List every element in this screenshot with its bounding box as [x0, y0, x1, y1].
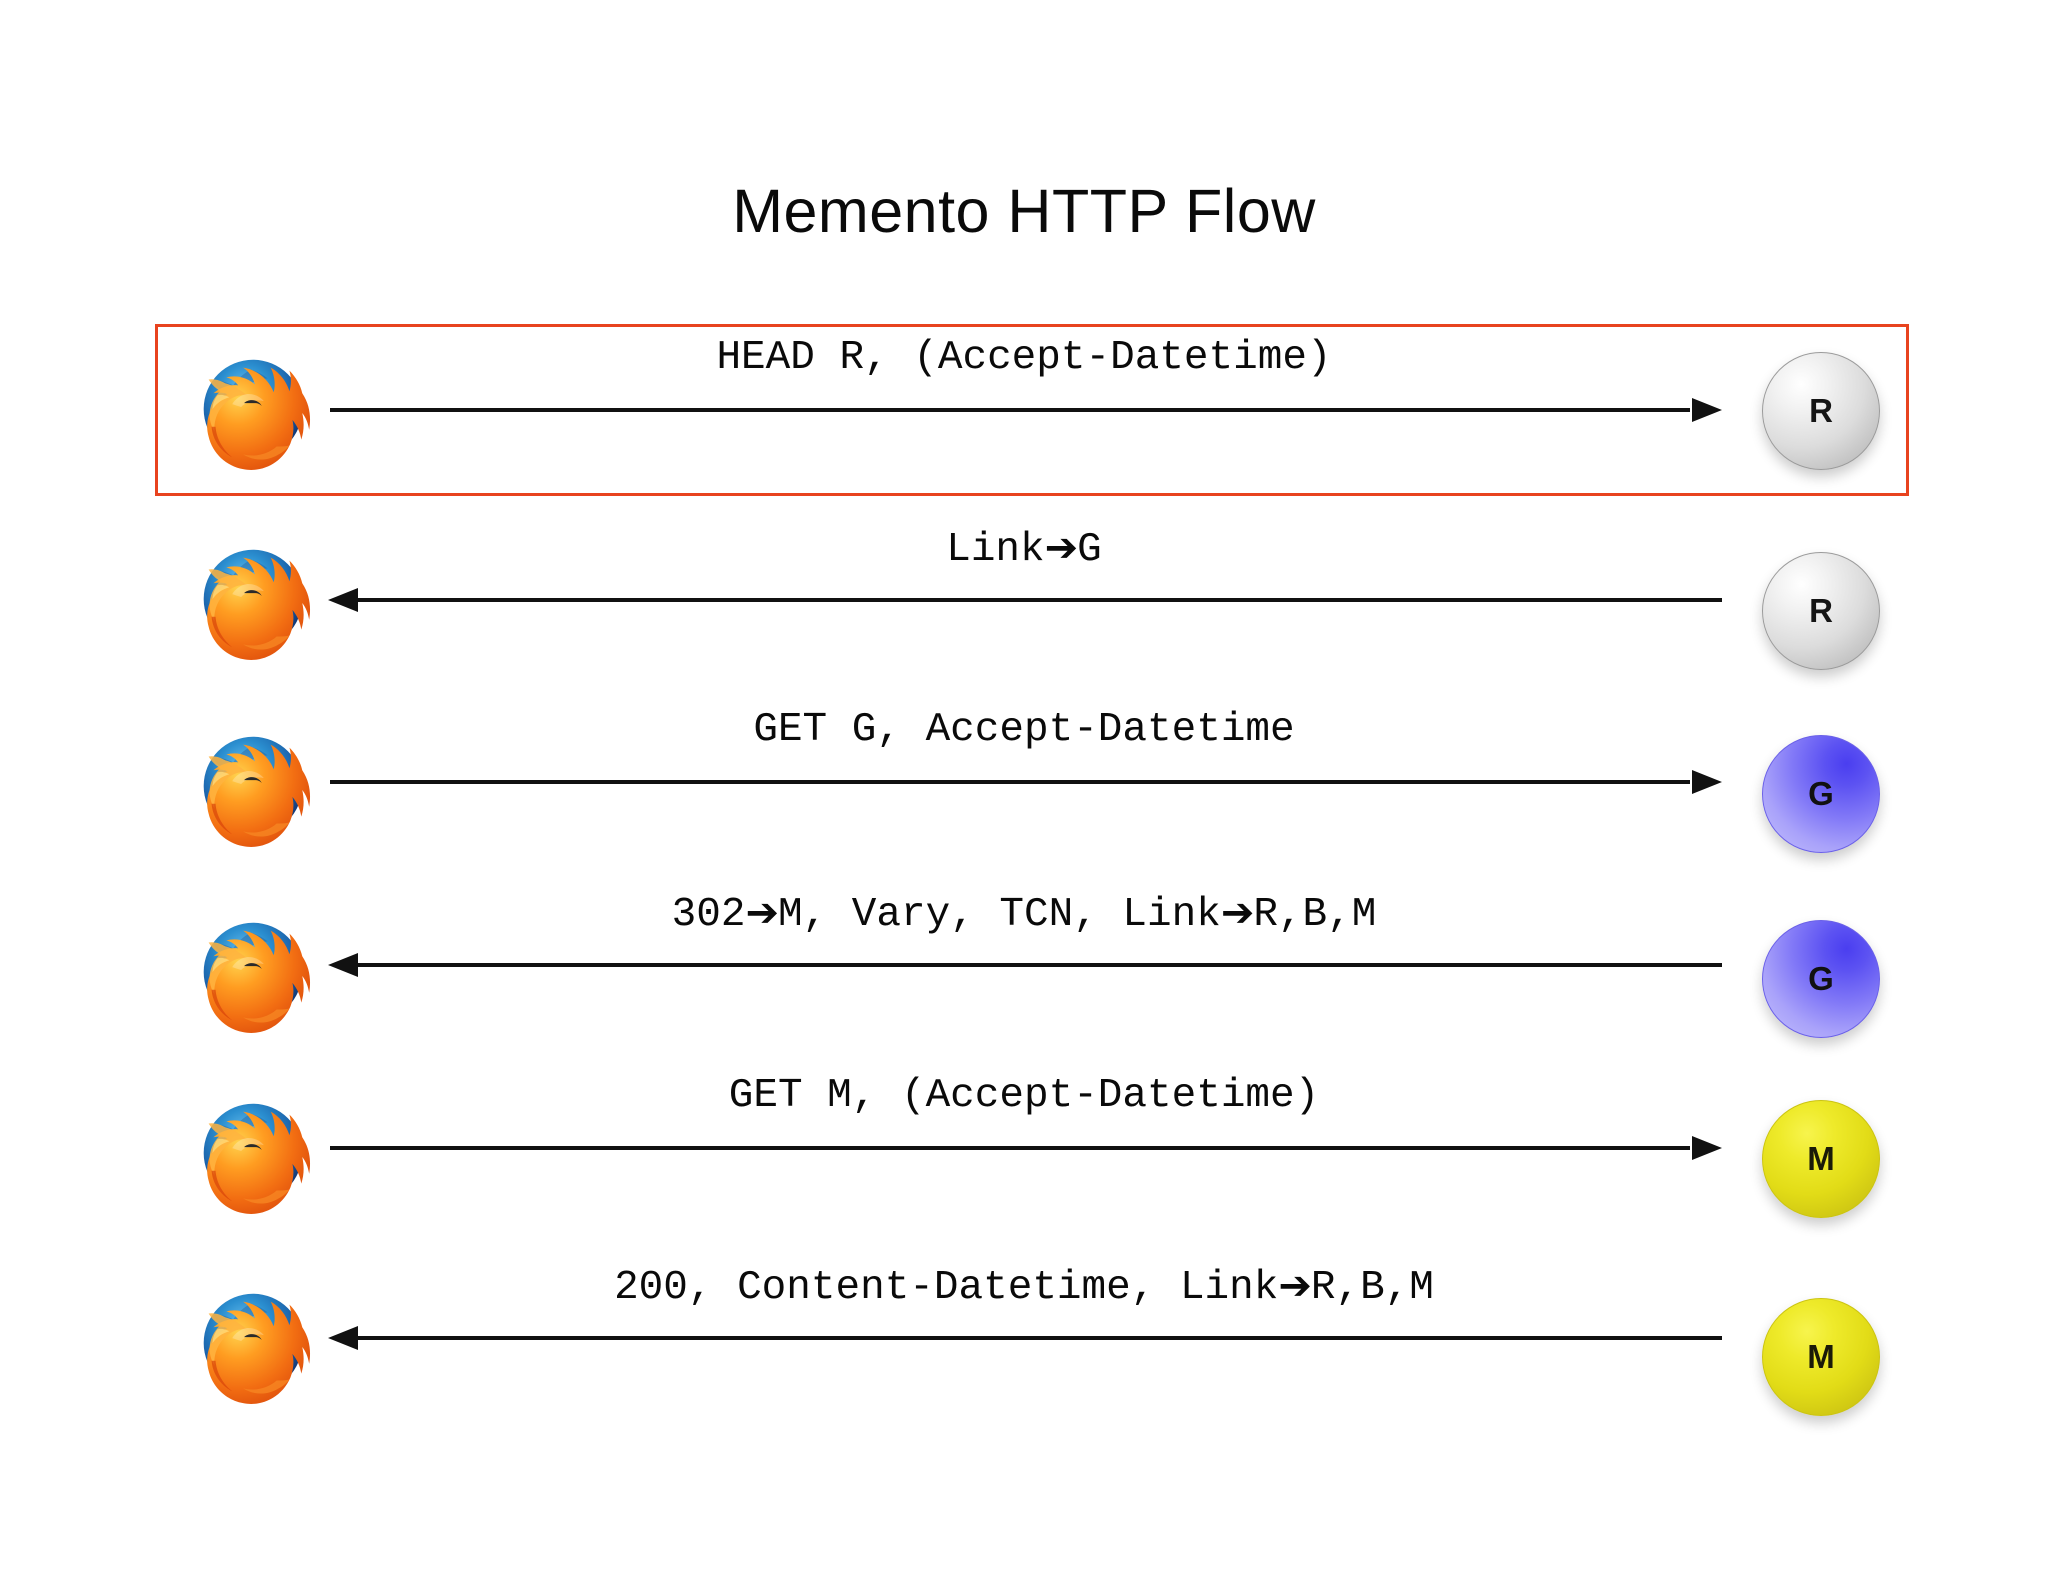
server-node-G-1: G	[1762, 735, 1880, 853]
response-arrow-4	[328, 953, 1722, 977]
request-arrow-5	[330, 1136, 1722, 1160]
page-title: Memento HTTP Flow	[732, 177, 1316, 245]
message-text-1: HEAD R, (Accept-Datetime)	[716, 335, 1332, 381]
flow-row-5: GET M, (Accept-Datetime) M	[0, 1073, 2048, 1278]
server-node-label: R	[1809, 392, 1833, 429]
message-text-2-suffix: G	[1077, 527, 1102, 573]
message-text-4-suffix: M, Vary, TCN, Link	[777, 892, 1221, 938]
arrow-mark-icon: ➔	[1278, 1263, 1312, 1309]
firefox-logo-icon	[182, 532, 320, 670]
arrow-mark-icon-2: ➔	[1220, 890, 1255, 936]
firefox-logo-icon	[182, 1276, 320, 1414]
message-label-2: Link➔G	[0, 525, 2048, 573]
message-text-2-prefix: Link	[946, 527, 1045, 573]
firefox-logo-icon	[182, 719, 320, 857]
firefox-logo-icon	[182, 342, 320, 480]
message-text-3: GET G, Accept-Datetime	[753, 707, 1295, 753]
arrow-mark-icon: ➔	[745, 890, 779, 936]
firefox-logo-icon	[182, 1086, 320, 1224]
flow-row-4: 302➔M, Vary, TCN, Link➔R,B,M G	[0, 890, 2048, 1095]
flow-row-6: 200, Content-Datetime, Link➔R,B,M M	[0, 1263, 2048, 1468]
message-text-4-prefix: 302	[671, 892, 746, 938]
server-node-label: G	[1808, 960, 1834, 997]
server-node-M-1: M	[1762, 1100, 1880, 1218]
message-label-4: 302➔M, Vary, TCN, Link➔R,B,M	[0, 890, 2048, 938]
message-text-5: GET M, (Accept-Datetime)	[728, 1073, 1320, 1119]
arrow-mark-icon: ➔	[1044, 525, 1079, 571]
request-arrow-3	[330, 770, 1722, 794]
message-label-5: GET M, (Accept-Datetime)	[0, 1073, 2048, 1119]
message-text-6-suffix: R,B,M	[1310, 1265, 1434, 1311]
server-node-label: M	[1807, 1338, 1835, 1375]
flow-row-1: HEAD R, (Accept-Datetime) R	[0, 335, 2048, 540]
server-node-label: R	[1809, 592, 1833, 629]
server-node-label: M	[1807, 1140, 1835, 1177]
server-node-G-2: G	[1762, 920, 1880, 1038]
message-label-6: 200, Content-Datetime, Link➔R,B,M	[0, 1263, 2048, 1311]
server-node-R-1: R	[1762, 352, 1880, 470]
message-label-1: HEAD R, (Accept-Datetime)	[0, 335, 2048, 381]
highlight-box-step-1	[155, 324, 1909, 496]
message-text-4-suffix-2: R,B,M	[1253, 892, 1377, 938]
flow-row-2: Link➔G R	[0, 525, 2048, 730]
message-label-3: GET G, Accept-Datetime	[0, 707, 2048, 753]
response-arrow-6	[328, 1326, 1722, 1350]
request-arrow-1	[330, 398, 1722, 422]
server-node-R-2: R	[1762, 552, 1880, 670]
message-text-6-prefix: 200, Content-Datetime, Link	[614, 1265, 1279, 1311]
server-node-label: G	[1808, 775, 1834, 812]
server-node-M-2: M	[1762, 1298, 1880, 1416]
flow-row-3: GET G, Accept-Datetime G	[0, 707, 2048, 912]
response-arrow-2	[328, 588, 1722, 612]
firefox-logo-icon	[182, 905, 320, 1043]
